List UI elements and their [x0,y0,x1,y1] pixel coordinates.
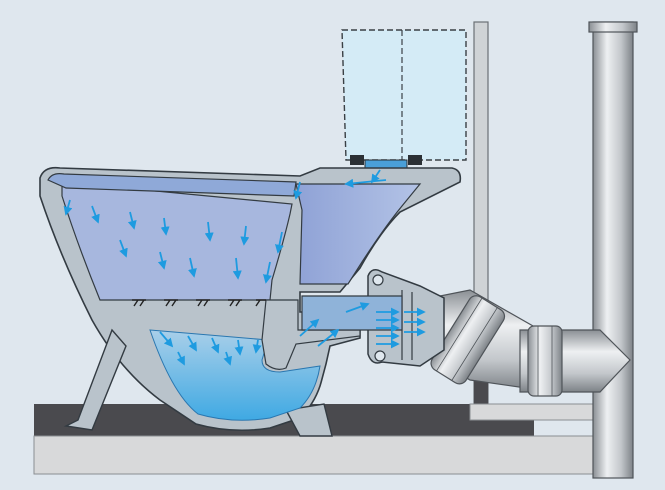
flow-arrow-icon [211,337,220,354]
soil-stack [588,21,638,479]
flow-arrow-icon [240,225,250,246]
flow-arrow-icon [223,351,232,366]
flush-arrows [63,169,426,366]
flow-arrow-icon [262,261,272,284]
flow-arrow-icon [159,331,174,348]
flow-arrow-icon [63,199,73,216]
flow-arrow-icon [371,169,381,184]
flow-arrow-icon [299,318,320,337]
flow-arrow-icon [293,181,303,200]
flow-arrow-icon [91,205,100,224]
drain-pipe [419,289,631,397]
flow-arrow-icon [345,302,370,313]
toilet-bowl [39,166,462,437]
flow-arrow-icon [204,221,214,242]
flow-arrow-icon [252,339,262,354]
flow-arrow-icon [127,211,137,230]
floor [33,403,631,475]
cistern [341,29,467,169]
flow-arrow-icon [317,328,340,347]
flow-arrow-icon [119,239,128,258]
flow-arrow-icon [234,339,244,356]
water-level-marks [132,299,266,307]
flow-arrow-icon [232,257,242,280]
flow-arrow-icon [188,257,197,278]
flow-arrow-icon [187,335,197,352]
flow-arrow-icon [157,251,167,270]
outlet-socket [367,269,445,367]
flow-arrow-icon [176,351,185,366]
flow-arrow-icon [160,217,170,236]
flow-arrow-icon [274,231,284,254]
